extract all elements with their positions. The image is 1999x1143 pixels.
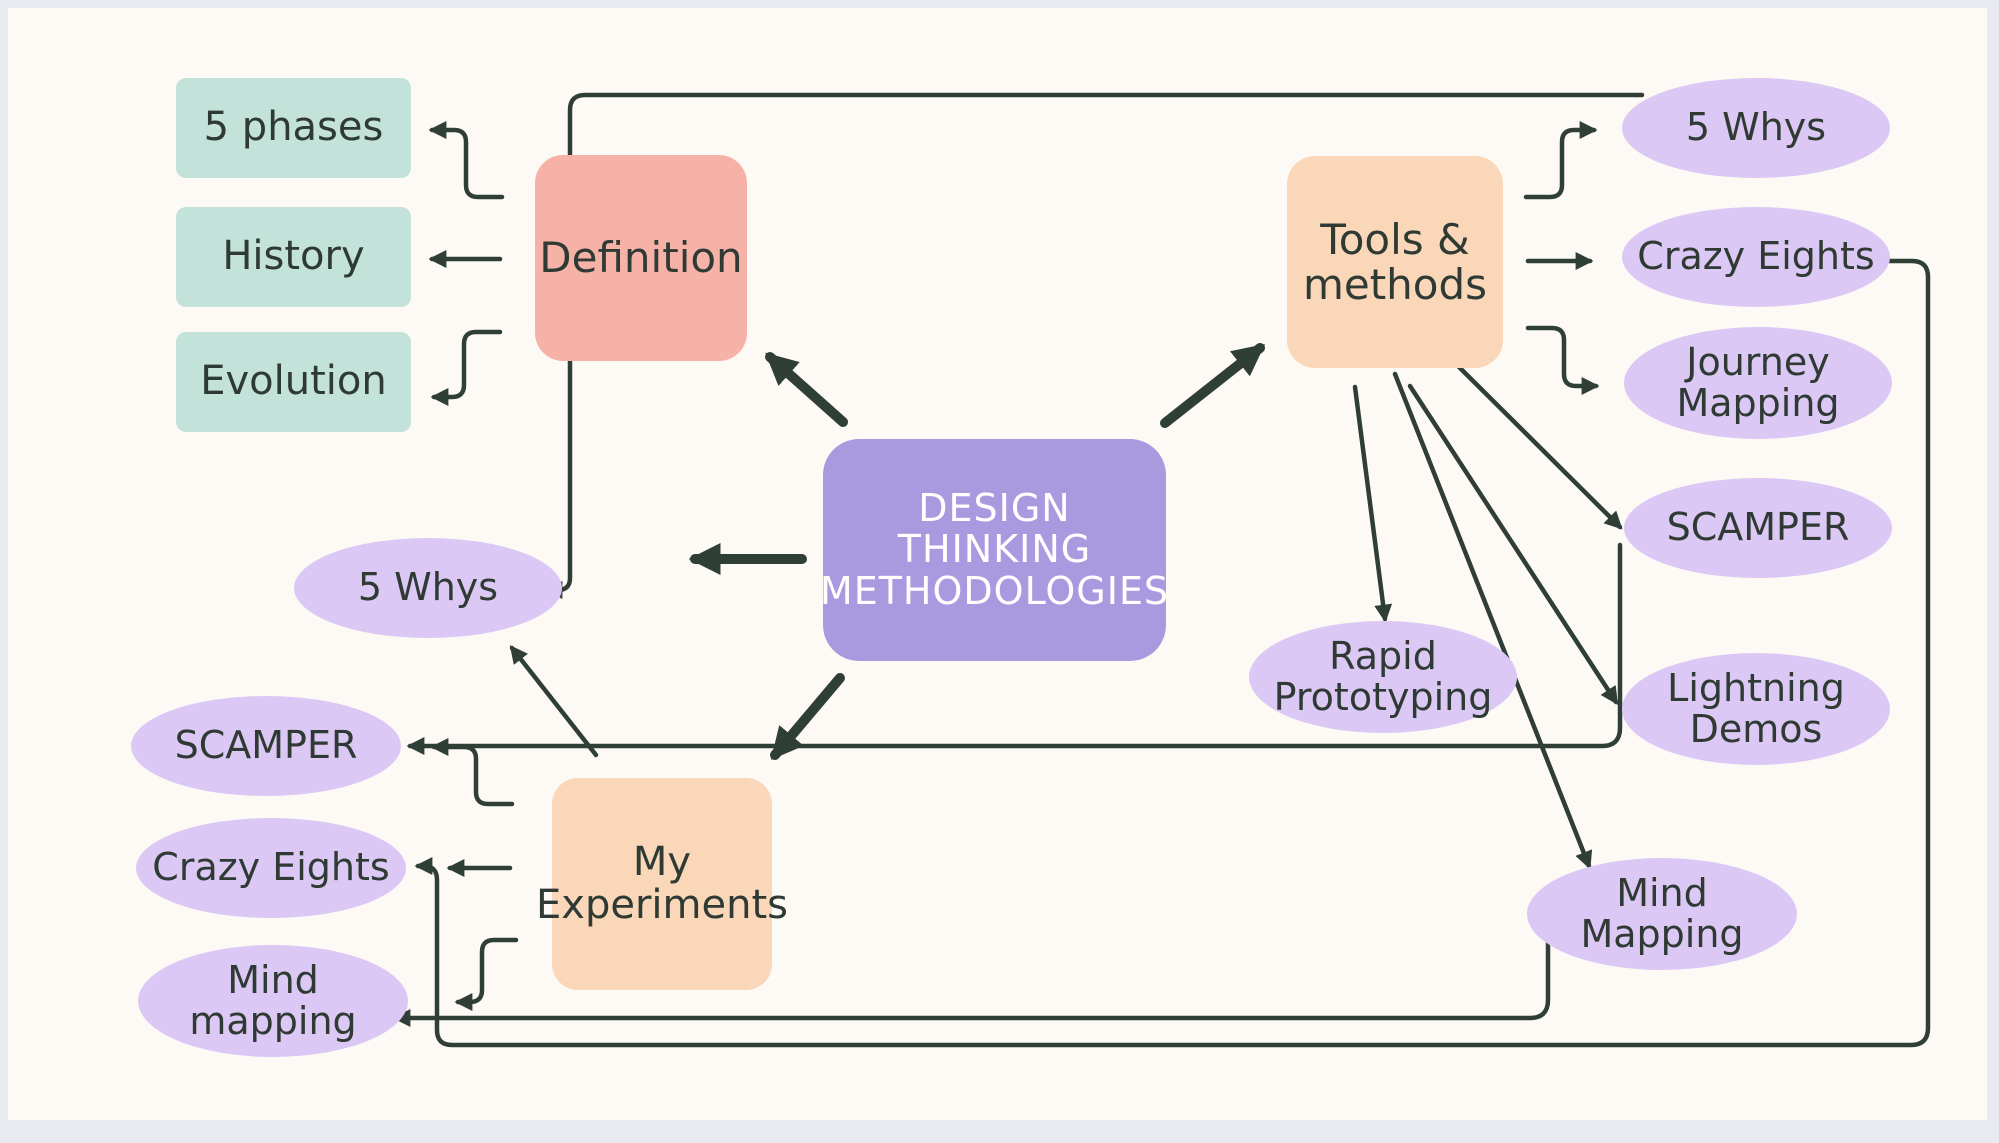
left-crazy-eights-label: Crazy Eights [152,845,390,890]
left-mind-mapping-label: Mind mapping [189,957,357,1043]
tools-child-5-whys[interactable]: 5 Whys [1622,78,1890,178]
experiments-child-mind-mapping[interactable]: Mind mapping [138,945,408,1057]
right-mind-mapping-label: Mind Mapping [1580,870,1744,956]
definition-to-evolution-arrow [430,329,503,406]
rapid-prototyping-label: Rapid Prototyping [1273,633,1493,719]
left-5-whys[interactable]: 5 Whys [294,538,562,638]
central-topic-design-thinking[interactable]: DESIGN THINKING METHODOLOGIES [819,439,1170,661]
tools-to-lightning-demos-arrow [1407,383,1619,706]
tools-to-scamper-arrow [1455,363,1623,530]
right-scamper-label: SCAMPER [1666,505,1850,550]
branch-tools-and-methods[interactable]: Tools & methods [1287,156,1503,368]
crazy-eights-to-crazy-eights-connector [414,258,1931,1048]
evolution-label: Evolution [200,358,387,405]
tools-child-rapid-prototyping[interactable]: Rapid Prototyping [1249,621,1517,733]
tools-to-5-whys-arrow [1523,121,1598,200]
tools-to-rapid-prototyping-arrow [1352,384,1393,623]
left-5-whys-label: 5 Whys [357,565,499,610]
journey-mapping-label: Journey Mapping [1676,339,1840,425]
branch-my-experiments[interactable]: My Experiments [536,778,788,990]
lightning-demos-label: Lightning Demos [1667,665,1845,751]
definition-to-5-phases-arrow [428,121,505,200]
tools-to-mind-mapping-arrow [1392,371,1593,870]
experiments-label: My Experiments [536,838,788,928]
definition-child-history[interactable]: History [176,207,411,307]
definition-child-evolution[interactable]: Evolution [176,332,411,432]
central-topic-label: DESIGN THINKING METHODOLOGIES [819,486,1170,613]
tools-child-lightning-demos[interactable]: Lightning Demos [1622,653,1890,765]
tools-child-crazy-eights[interactable]: Crazy Eights [1622,207,1890,307]
definition-child-5-phases[interactable]: 5 phases [176,78,411,178]
5-phases-label: 5 phases [203,104,384,151]
experiments-to-mind-mapping-arrow [454,937,519,1011]
center-to-experiments-arrow [770,673,845,760]
tools-to-journey-mapping-arrow [1525,325,1600,395]
tools-child-mind-mapping[interactable]: Mind Mapping [1527,858,1797,970]
right-crazy-eights-label: Crazy Eights [1637,234,1875,279]
scamper-to-scamper-connector [406,542,1623,755]
experiments-to-scamper-arrow [430,738,515,807]
experiments-to-left-whys-arrow [509,645,599,758]
experiments-child-scamper[interactable]: SCAMPER [131,696,401,796]
mind-mapping-to-mind-mapping-connector [392,925,1551,1027]
center-to-tools-arrow [1160,343,1266,428]
definition-label: Definition [539,233,743,283]
left-scamper-label: SCAMPER [174,723,358,768]
branch-definition[interactable]: Definition [535,155,747,361]
tools-child-journey-mapping[interactable]: Journey Mapping [1624,327,1892,439]
center-to-definition-arrow [765,352,848,427]
history-label: History [222,233,365,280]
right-5-whys-label: 5 Whys [1685,105,1827,150]
tools-child-scamper[interactable]: SCAMPER [1624,478,1892,578]
experiments-child-crazy-eights[interactable]: Crazy Eights [136,818,406,918]
tools-label: Tools & methods [1302,214,1488,309]
